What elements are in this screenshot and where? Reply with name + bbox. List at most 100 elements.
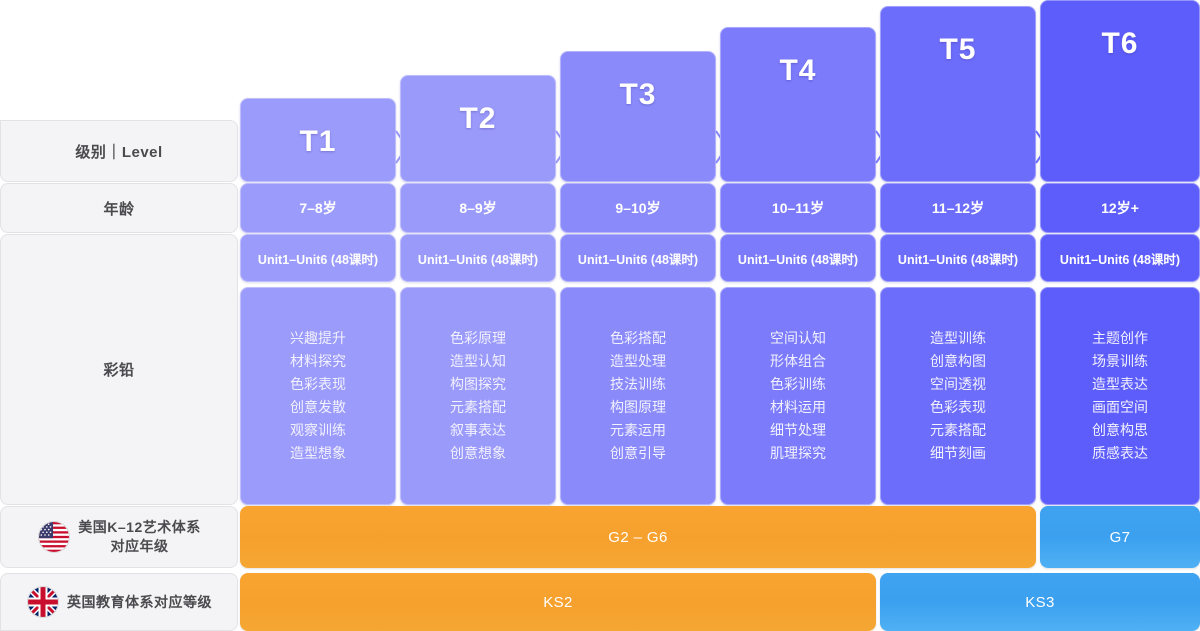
- tier-topic-item: 色彩搭配: [610, 330, 666, 346]
- tier-title-card-t1[interactable]: T1: [240, 98, 396, 182]
- tier-title-text: T6: [1101, 27, 1139, 60]
- tier-topic-item: 叙事表达: [450, 422, 506, 438]
- tier-topics-cell-t6: 主题创作场景训练造型表达画面空间创意构思质感表达: [1040, 287, 1200, 505]
- uk-flag-icon: [28, 587, 58, 617]
- tier-topic-item: 创意引导: [610, 445, 666, 461]
- tier-age-text: 12岁+: [1101, 200, 1139, 216]
- tier-topic-item: 色彩表现: [290, 376, 346, 392]
- tier-topics-list: 色彩原理造型认知构图探究元素搭配叙事表达创意想象: [450, 327, 506, 465]
- tier-topic-item: 造型表达: [1092, 376, 1148, 392]
- tier-topics-list: 空间认知形体组合色彩训练材料运用细节处理肌理探究: [770, 327, 826, 465]
- us-grade-bar-g2-g6[interactable]: G2 – G6: [240, 506, 1036, 568]
- tier-topic-item: 造型处理: [610, 353, 666, 369]
- tier-title-card-t3[interactable]: T3: [560, 51, 716, 182]
- row-label-us-grade-text: 美国K–12艺术体系 对应年级: [78, 518, 200, 556]
- tier-age-cell-t2: 8–9岁: [400, 183, 556, 233]
- tier-title-text: T5: [939, 33, 977, 66]
- tier-topics-list: 兴趣提升材料探究色彩表现创意发散观察训练造型想象: [290, 327, 346, 465]
- tier-topic-item: 创意发散: [290, 399, 346, 415]
- tier-unit-text: Unit1–Unit6 (48课时): [1059, 252, 1181, 267]
- tier-age-text: 11–12岁: [931, 200, 985, 216]
- tier-unit-text: Unit1–Unit6 (48课时): [417, 252, 539, 267]
- tier-topic-item: 创意构思: [1092, 422, 1148, 438]
- tier-topic-item: 色彩原理: [450, 330, 506, 346]
- us-flag-icon: [39, 522, 70, 552]
- row-label-uk-grade: 英国教育体系对应等级: [0, 573, 238, 631]
- tier-topics-cell-t3: 色彩搭配造型处理技法训练构图原理元素运用创意引导: [560, 287, 716, 505]
- tier-age-cell-t5: 11–12岁: [880, 183, 1036, 233]
- tier-topic-item: 主题创作: [1092, 330, 1148, 346]
- tier-age-cell-t4: 10–11岁: [720, 183, 876, 233]
- tier-title-card-t5[interactable]: T5: [880, 6, 1036, 182]
- tier-topic-item: 形体组合: [770, 353, 826, 369]
- tier-unit-cell-t5: Unit1–Unit6 (48课时): [880, 234, 1036, 282]
- us-grade-bar-g7[interactable]: G7: [1040, 506, 1200, 568]
- tier-topics-list: 主题创作场景训练造型表达画面空间创意构思质感表达: [1092, 327, 1148, 465]
- tier-title-card-t6[interactable]: T6: [1040, 0, 1200, 182]
- tier-topic-item: 兴趣提升: [290, 330, 346, 346]
- tier-topic-item: 材料探究: [290, 353, 346, 369]
- tier-topic-item: 色彩训练: [770, 376, 826, 392]
- tier-topics-list: 造型训练创意构图空间透视色彩表现元素搭配细节刻画: [930, 327, 986, 465]
- row-label-us-grade: 美国K–12艺术体系 对应年级: [0, 506, 238, 568]
- tier-topic-item: 构图探究: [450, 376, 506, 392]
- tier-unit-text: Unit1–Unit6 (48课时): [257, 252, 379, 267]
- tier-topic-item: 画面空间: [1092, 399, 1148, 415]
- tier-title-card-t2[interactable]: T2: [400, 75, 556, 182]
- row-label-age: 年龄: [0, 183, 238, 233]
- tier-topic-item: 元素搭配: [930, 422, 986, 438]
- tier-age-text: 10–11岁: [771, 200, 825, 216]
- tier-topic-item: 空间认知: [770, 330, 826, 346]
- row-label-media: 彩铅: [0, 234, 238, 505]
- tier-unit-text: Unit1–Unit6 (48课时): [897, 252, 1019, 267]
- uk-grade-bar-label: KS2: [543, 593, 573, 611]
- tier-title-text: T4: [779, 54, 817, 87]
- uk-grade-bar-label: KS3: [1025, 593, 1055, 611]
- tier-topics-cell-t4: 空间认知形体组合色彩训练材料运用细节处理肌理探究: [720, 287, 876, 505]
- row-label-media-text: 彩铅: [103, 362, 135, 379]
- tier-unit-cell-t4: Unit1–Unit6 (48课时): [720, 234, 876, 282]
- tier-topics-cell-t1: 兴趣提升材料探究色彩表现创意发散观察训练造型想象: [240, 287, 396, 505]
- tier-topics-cell-t2: 色彩原理造型认知构图探究元素搭配叙事表达创意想象: [400, 287, 556, 505]
- tier-age-text: 8–9岁: [459, 200, 497, 216]
- tier-unit-cell-t6: Unit1–Unit6 (48课时): [1040, 234, 1200, 282]
- tier-unit-text: Unit1–Unit6 (48课时): [737, 252, 859, 267]
- tier-title-card-t4[interactable]: T4: [720, 27, 876, 182]
- uk-grade-bar-ks2[interactable]: KS2: [240, 573, 876, 631]
- tier-unit-cell-t3: Unit1–Unit6 (48课时): [560, 234, 716, 282]
- tier-topic-item: 技法训练: [610, 376, 666, 392]
- tier-title-text: T3: [619, 78, 657, 111]
- tier-topic-item: 场景训练: [1092, 353, 1148, 369]
- tier-topic-item: 元素搭配: [450, 399, 506, 415]
- tier-topic-item: 质感表达: [1092, 445, 1148, 461]
- tier-topic-item: 造型训练: [930, 330, 986, 346]
- tier-topics-cell-t5: 造型训练创意构图空间透视色彩表现元素搭配细节刻画: [880, 287, 1036, 505]
- tier-age-cell-t1: 7–8岁: [240, 183, 396, 233]
- tier-topics-list: 色彩搭配造型处理技法训练构图原理元素运用创意引导: [610, 327, 666, 465]
- row-label-age-text: 年龄: [103, 200, 135, 218]
- tier-unit-cell-t1: Unit1–Unit6 (48课时): [240, 234, 396, 282]
- tier-age-cell-t3: 9–10岁: [560, 183, 716, 233]
- row-label-uk-grade-text: 英国教育体系对应等级: [67, 593, 212, 610]
- tier-title-text: T1: [299, 125, 337, 158]
- tier-topic-item: 空间透视: [930, 376, 986, 392]
- tier-topic-item: 细节刻画: [930, 445, 986, 461]
- tier-topic-item: 肌理探究: [770, 445, 826, 461]
- tier-topic-item: 构图原理: [610, 399, 666, 415]
- tier-age-cell-t6: 12岁+: [1040, 183, 1200, 233]
- tier-title-text: T2: [459, 102, 497, 135]
- tier-topic-item: 元素运用: [610, 422, 666, 438]
- tier-topic-item: 色彩表现: [930, 399, 986, 415]
- us-grade-bar-label: G7: [1109, 528, 1131, 546]
- tier-topic-item: 观察训练: [290, 422, 346, 438]
- tier-topic-item: 创意想象: [450, 445, 506, 461]
- uk-grade-bar-ks3[interactable]: KS3: [880, 573, 1200, 631]
- tier-topic-item: 造型想象: [290, 445, 346, 461]
- row-label-us-grade-line2: 对应年级: [110, 538, 169, 554]
- tier-age-text: 9–10岁: [615, 200, 661, 216]
- us-grade-bar-label: G2 – G6: [608, 528, 668, 546]
- tier-age-text: 7–8岁: [299, 200, 337, 216]
- tier-topic-item: 创意构图: [930, 353, 986, 369]
- row-label-level-text: 级别｜Level: [75, 143, 163, 161]
